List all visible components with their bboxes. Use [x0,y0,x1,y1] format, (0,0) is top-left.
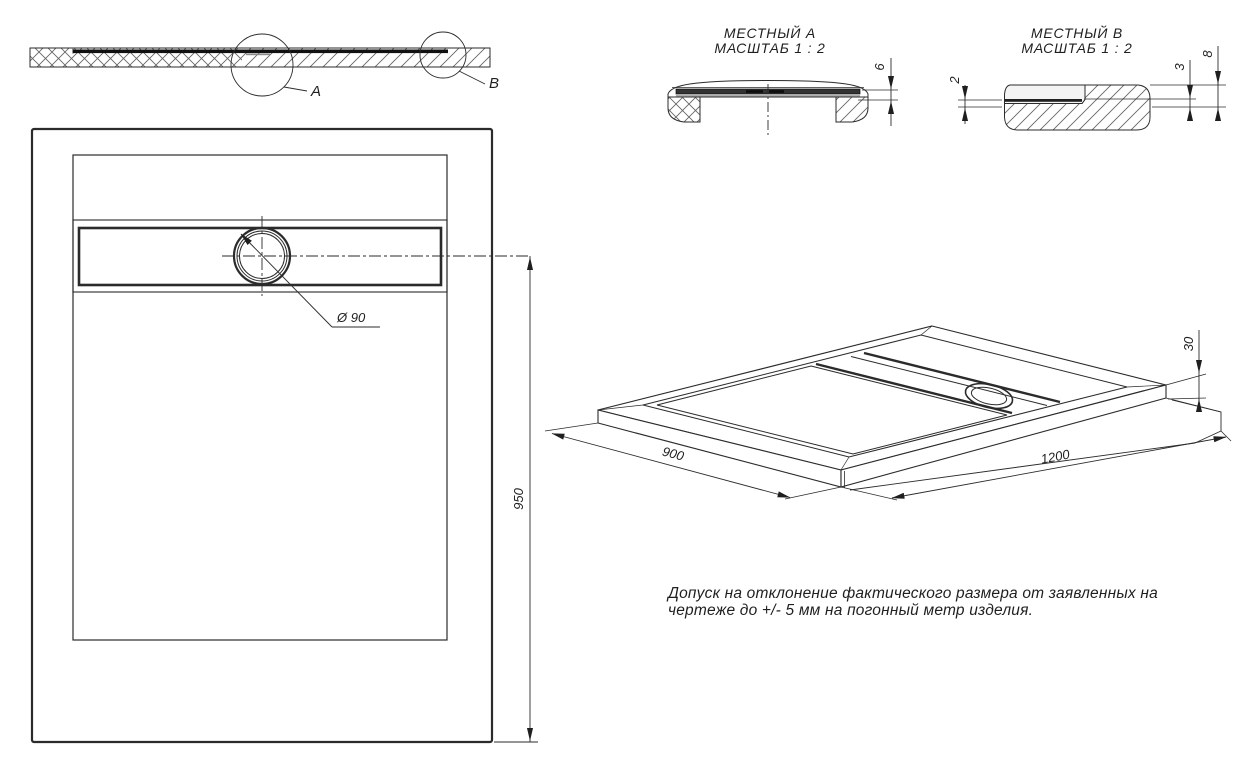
dim-1200-ext-2 [1220,430,1232,442]
section-label-a: A [310,83,321,100]
detail-b-dim-8: 8 [1200,50,1215,58]
detail-b-dim-2: 2 [947,76,962,85]
detail-b-hatched-body [1004,84,1151,131]
detail-a-leader [283,86,308,92]
section-label-b: B [489,75,499,92]
iso-dim-1200: 1200 [1040,446,1072,466]
iso-dim-900: 900 [661,444,687,464]
drain-diameter-leader [240,233,333,328]
detail-a-dim-6: 6 [872,63,887,71]
drain-slot-mark [246,53,270,56]
iso-channel-edge-1 [863,351,1061,404]
dim-1200-line [891,436,1227,499]
detail-b-tray-layer [1004,99,1082,102]
iso-channel-edge-2 [850,356,1048,406]
iso-view [544,325,1232,501]
detail-b-view [958,46,1226,131]
drain-channel [77,226,443,287]
detail-b-dim-3: 3 [1172,63,1187,71]
detail-a-title: МЕСТНЫЙ А [724,24,816,41]
tray-inner-outline [72,154,448,641]
detail-b-title: МЕСТНЫЙ В [1031,24,1123,41]
detail-b-tray-edge [1004,84,1086,104]
iso-drain-circle-inner [970,386,1008,406]
iso-dim-30: 30 [1181,336,1196,351]
detail-a-grate-slot [746,90,763,93]
section-outline [29,47,491,68]
detail-b-scale: МАСШТАБ 1 : 2 [1021,40,1132,56]
detail-a-scale: МАСШТАБ 1 : 2 [714,40,825,56]
base-board-right-edge [1165,397,1222,444]
dim-950-label: 950 [511,487,526,509]
drain-diameter-label: Ø 90 [336,310,366,325]
dim-900-ext-1 [544,422,599,432]
dim-900-ext-2 [784,486,842,500]
dim-1200-ext-1 [840,486,898,501]
detail-a-view [667,58,898,138]
dim-900-line [551,433,791,498]
tolerance-note-line2: чертеже до +/- 5 мм на погонный метр изд… [668,602,1033,619]
tray-outer-outline [30,127,494,744]
detail-a-right-block [835,96,869,123]
detail-a-callout-circle [230,33,294,97]
detail-b-leader [458,70,486,85]
detail-b-callout-circle [419,31,467,79]
tray-section-line [73,49,448,54]
dim-30-ext-2 [1167,397,1207,400]
plan-view [30,127,538,744]
tolerance-note-line1: Допуск на отклонение фактического размер… [666,585,1158,602]
section-view [29,31,491,97]
dim-30-ext-1 [1165,373,1207,386]
detail-a-left-block [667,96,701,123]
tray-recess-floor [656,365,1008,455]
iso-drain-circle-outer [964,382,1014,410]
